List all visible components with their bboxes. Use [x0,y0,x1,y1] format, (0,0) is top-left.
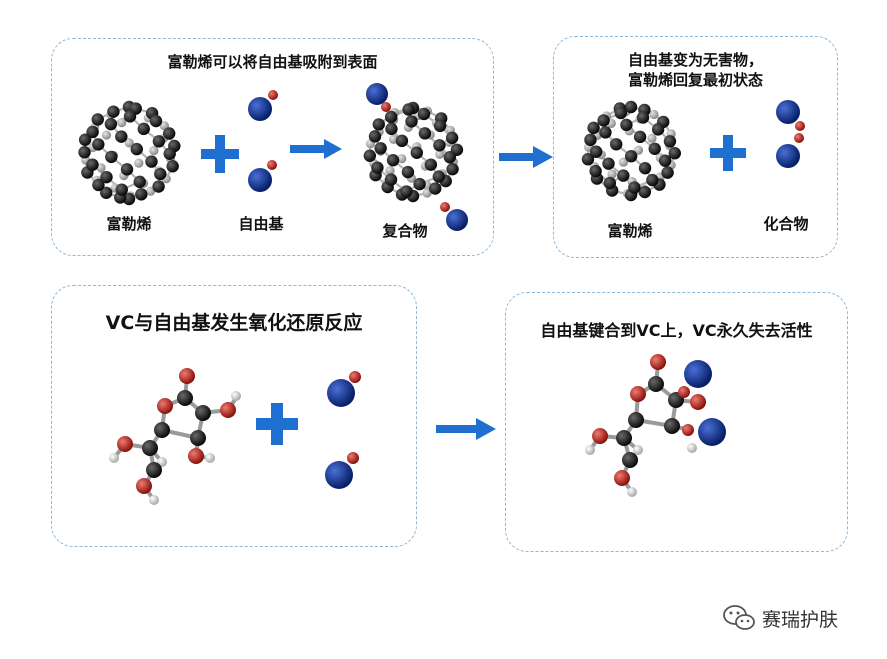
panel-title-line2: 富勒烯回复最初状态 [627,71,763,89]
fullerene-molecule [581,100,681,202]
fullerene-label: 富勒烯 [106,215,152,233]
watermark: 赛瑞护肤 [722,604,838,632]
fullerene-label: 富勒烯 [607,222,653,240]
watermark-text: 赛瑞护肤 [762,608,839,631]
wechat-icon [723,605,755,630]
free-radical-molecule [248,160,277,192]
free-radical-molecule [248,90,278,121]
arrow-right-icon [290,139,342,159]
compound-label: 化合物 [763,215,809,233]
panel-title: 富勒烯可以将自由基吸附到表面 [167,53,378,71]
panel-title: 自由基键合到VC上，VC永久失去活性 [540,321,813,340]
arrow-right-icon [436,418,496,440]
panel-vc-redox: VC与自由基发生氧化还原反应 [51,285,417,547]
compound-molecule [776,100,805,168]
free-radical-molecule [327,371,361,407]
arrow-right-icon [499,146,553,168]
free-radical-label: 自由基 [238,215,284,233]
vc-radical-complex-molecule [585,354,726,497]
panel-title-line1: 自由基变为无害物， [627,51,763,69]
plus-icon [256,403,298,445]
vitamin-c-molecule [109,368,241,505]
panel-title: VC与自由基发生氧化还原反应 [105,312,363,334]
plus-icon [710,135,746,171]
attached-radical [440,202,468,231]
plus-icon [201,135,239,173]
attached-radical [366,83,391,112]
complex-label: 复合物 [382,222,428,240]
fullerene-complex-molecule [363,101,464,203]
free-radical-molecule [325,452,359,489]
fullerene-molecule [78,100,181,206]
